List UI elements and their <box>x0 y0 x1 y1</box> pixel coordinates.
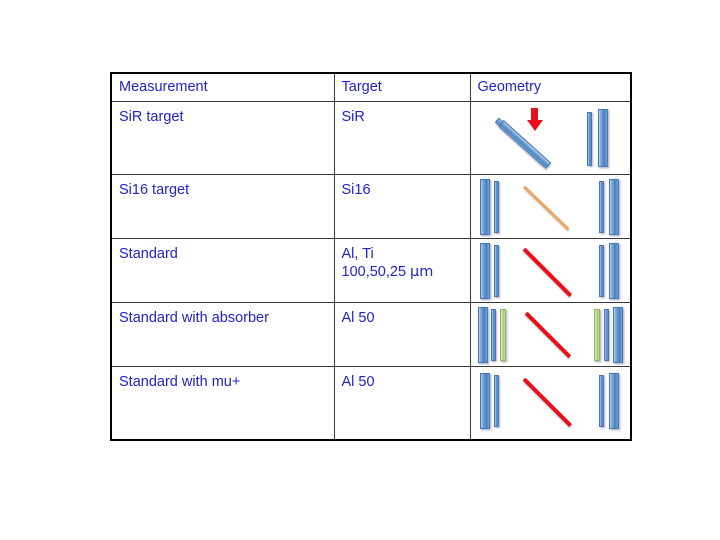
detector-bar-thin <box>598 375 604 427</box>
detector-bar-thin <box>598 181 604 233</box>
detector-bar-thick <box>608 179 619 235</box>
standard-absorber-geometry <box>471 303 631 366</box>
cell-geometry <box>469 101 632 175</box>
cell-target: Si16 <box>333 174 471 239</box>
measurement-label: Si16 target <box>119 182 190 198</box>
detector-bar-thin <box>598 245 604 297</box>
cell-measurement: Standard with absorber <box>110 302 335 367</box>
measurement-label: Standard <box>119 246 178 262</box>
detector-bar-thin <box>586 112 592 166</box>
measurement-label: SiR target <box>119 109 184 125</box>
detector-bar-thick <box>597 109 608 167</box>
measurement-geometry-table: Measurement Target Geometry SiR target S… <box>110 72 632 441</box>
detector-bar-thick <box>477 307 488 363</box>
detector-bar-thin <box>603 309 609 361</box>
si16-target-line <box>522 185 570 231</box>
target-label: Al 50 <box>341 374 375 390</box>
arrow-head <box>526 120 543 131</box>
sir-target-geometry <box>471 102 631 174</box>
standard-target-line <box>522 247 572 298</box>
measurement-label: Standard with absorber <box>119 310 269 326</box>
target-label: Al 50 <box>341 310 375 326</box>
detector-bar-thin <box>493 181 499 233</box>
target-label: SiR <box>341 109 365 125</box>
cell-measurement: Standard with mu+ <box>110 366 335 441</box>
beam-arrow-down-icon <box>526 108 543 132</box>
cell-geometry <box>469 238 632 303</box>
cell-geometry <box>469 366 632 441</box>
target-line1: Al, Ti <box>341 246 374 262</box>
cell-measurement: SiR target <box>110 101 335 175</box>
table-row: Standard with mu+ Al 50 <box>110 366 632 441</box>
detector-bar-thin <box>493 245 499 297</box>
header-cell-measurement: Measurement <box>110 72 335 102</box>
header-label-target: Target <box>341 79 382 95</box>
target-line2-value: 100,50,25 <box>341 263 407 280</box>
detector-bar-thick <box>608 373 619 429</box>
cell-measurement: Si16 target <box>110 174 335 239</box>
detector-bar-thick <box>608 243 619 299</box>
detector-bar-thick <box>612 307 623 363</box>
header-label-measurement: Measurement <box>119 79 208 95</box>
target-line2-unit: μm <box>410 263 434 280</box>
muplus-target-line <box>522 377 572 428</box>
cell-target: SiR <box>333 101 471 175</box>
cell-measurement: Standard <box>110 238 335 303</box>
absorber-bar <box>593 309 600 361</box>
detector-bar-thick <box>479 373 490 429</box>
target-diagonal-bar-thick <box>497 120 551 169</box>
detector-bar-thick <box>479 179 490 235</box>
standard-muplus-geometry <box>471 367 631 439</box>
si16-target-geometry <box>471 175 631 238</box>
header-cell-geometry: Geometry <box>469 72 632 102</box>
cell-target: Al 50 <box>333 302 471 367</box>
detector-bar-thick <box>479 243 490 299</box>
detector-bar-thin <box>493 375 499 427</box>
measurement-label: Standard with mu+ <box>119 374 241 390</box>
table-row: SiR target SiR <box>110 101 632 175</box>
cell-geometry <box>469 302 632 367</box>
cell-target: Al 50 <box>333 366 471 441</box>
header-label-geometry: Geometry <box>477 79 542 95</box>
cell-geometry <box>469 174 632 239</box>
target-label: Si16 <box>341 182 371 198</box>
detector-bar-thin <box>490 309 496 361</box>
table-row: Si16 target Si16 <box>110 174 632 239</box>
standard-geometry <box>471 239 631 302</box>
table-header-row: Measurement Target Geometry <box>110 72 632 102</box>
header-cell-target: Target <box>333 72 471 102</box>
standard-target-line <box>524 311 571 359</box>
table-row: Standard with absorber Al 50 <box>110 302 632 367</box>
arrow-shaft <box>531 108 538 121</box>
absorber-bar <box>499 309 506 361</box>
